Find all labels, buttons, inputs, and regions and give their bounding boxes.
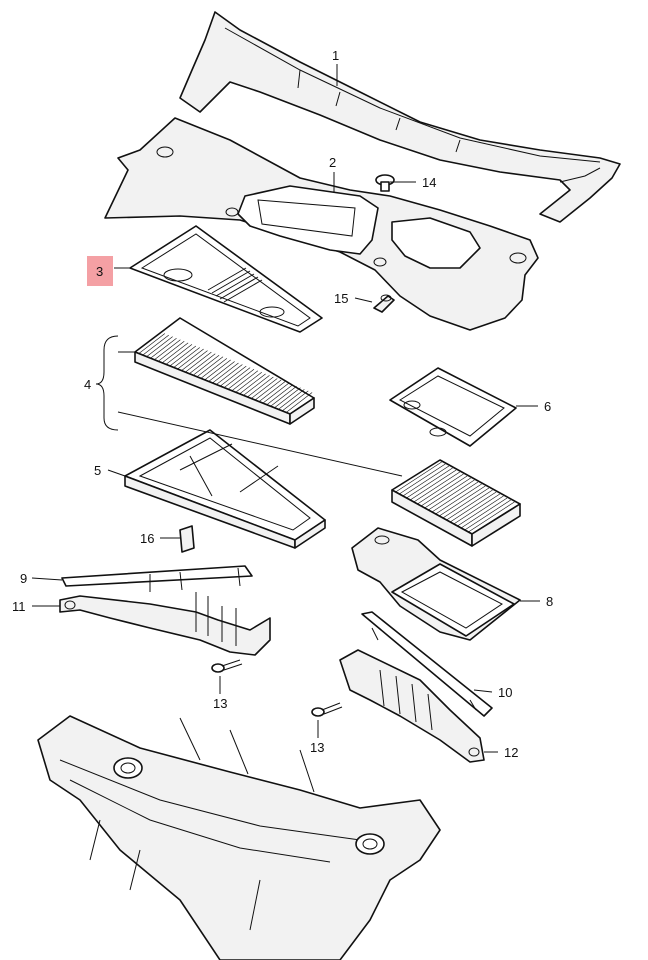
part-6-small-frame xyxy=(389,367,517,447)
callout-14: 14 xyxy=(422,175,436,190)
part-14-clip xyxy=(375,174,395,192)
filter-pleat xyxy=(177,348,204,370)
callout-13-right: 13 xyxy=(310,740,324,755)
filter-pleat xyxy=(446,489,493,521)
filter-pleat xyxy=(216,364,243,385)
part-15-clip xyxy=(373,294,395,313)
filter-pleat xyxy=(428,479,475,511)
filter-pleat xyxy=(142,334,169,356)
callout-10: 10 xyxy=(498,685,512,700)
part-12-bracket xyxy=(339,649,485,763)
filter-pleat xyxy=(189,353,216,374)
filter-pleat xyxy=(196,356,224,378)
filter-pleat xyxy=(274,387,301,409)
filter-pleat xyxy=(431,481,479,513)
leader-lines xyxy=(31,64,540,753)
filter-pleat xyxy=(424,477,471,509)
filter-pleat xyxy=(173,347,200,368)
filter-pleat xyxy=(192,355,220,376)
callout-8: 8 xyxy=(546,594,553,609)
filter-pleat xyxy=(450,491,497,523)
part-2-plenum-panel xyxy=(104,117,539,331)
filter-pleat xyxy=(406,467,453,499)
filter-pleat xyxy=(413,471,460,503)
callout-13-left: 13 xyxy=(213,696,227,711)
filter-pleat xyxy=(278,389,305,410)
filter-pleat xyxy=(227,368,255,390)
filter-pleat xyxy=(395,461,442,493)
filter-pleat xyxy=(158,341,185,362)
filter-pleat xyxy=(243,375,270,396)
part-10-holder-rod xyxy=(361,611,493,717)
filter-pleat xyxy=(258,381,286,402)
callout-9: 9 xyxy=(20,571,27,586)
filter-pleat xyxy=(410,469,457,501)
filter-pleat xyxy=(417,473,464,505)
bracket-4 xyxy=(95,335,119,431)
filter-pleat xyxy=(208,361,235,382)
filter-pleat xyxy=(146,336,173,357)
callout-12: 12 xyxy=(504,745,518,760)
filter-pleat xyxy=(235,372,262,393)
vehicle-body-structure xyxy=(37,715,441,960)
part-13-screw-right xyxy=(311,702,343,717)
filter-pleat xyxy=(464,499,511,531)
callout-6: 6 xyxy=(544,399,551,414)
filter-pleat xyxy=(239,373,266,395)
filter-pleat xyxy=(223,367,251,388)
callout-2: 2 xyxy=(329,155,336,170)
filter-pleat xyxy=(266,384,293,405)
part-3-filter-frame xyxy=(129,225,323,333)
filter-pleat xyxy=(212,362,239,384)
filter-pleat xyxy=(439,485,486,517)
part-4-pollen-filter-small xyxy=(391,459,521,547)
filter-pleat xyxy=(138,333,166,354)
filter-pleat xyxy=(270,386,297,407)
filter-pleat xyxy=(150,337,177,359)
callout-4: 4 xyxy=(84,377,91,392)
part-4-pollen-filter-large xyxy=(134,317,315,425)
filter-pleat xyxy=(169,345,197,367)
filter-pleat xyxy=(435,483,482,515)
filter-pleat xyxy=(185,351,212,373)
filter-pleat xyxy=(154,339,181,360)
filter-pleat xyxy=(220,365,247,387)
filter-pleat xyxy=(200,358,228,379)
callout-5: 5 xyxy=(94,463,101,478)
filter-pleat xyxy=(468,501,515,533)
filter-pleat xyxy=(282,390,309,412)
filter-pleat xyxy=(453,493,500,525)
callout-1: 1 xyxy=(332,48,339,63)
part-13-screw-left xyxy=(211,659,243,673)
filter-pleat xyxy=(247,376,274,398)
filter-pleat xyxy=(457,495,504,527)
part-8-filter-housing xyxy=(351,527,521,641)
callout-16: 16 xyxy=(140,531,154,546)
callout-3-highlight xyxy=(87,256,113,286)
callout-11: 11 xyxy=(12,599,26,614)
filter-pleat xyxy=(460,497,508,529)
filter-pleat xyxy=(285,392,313,413)
filter-pleat xyxy=(442,487,490,519)
part-1-cowl-top xyxy=(179,11,621,223)
filter-pleat xyxy=(254,379,282,401)
callout-3: 3 xyxy=(96,264,103,279)
filter-pleat xyxy=(181,350,208,371)
filter-pleat xyxy=(420,475,468,507)
filter-pleat xyxy=(399,463,446,495)
filter-pleat xyxy=(204,359,231,381)
filter-pleat xyxy=(262,382,290,404)
callout-15: 15 xyxy=(334,291,348,306)
filter-pleat xyxy=(231,370,259,391)
part-11-bracket xyxy=(59,592,271,656)
part-16-clip xyxy=(179,525,195,553)
part-5-filter-housing xyxy=(124,429,326,549)
filter-pleat xyxy=(402,465,450,497)
filter-pleat xyxy=(251,378,278,399)
filter-pleat xyxy=(165,344,193,365)
part-9-holder-rod xyxy=(61,565,253,592)
filter-pleat xyxy=(161,342,189,364)
